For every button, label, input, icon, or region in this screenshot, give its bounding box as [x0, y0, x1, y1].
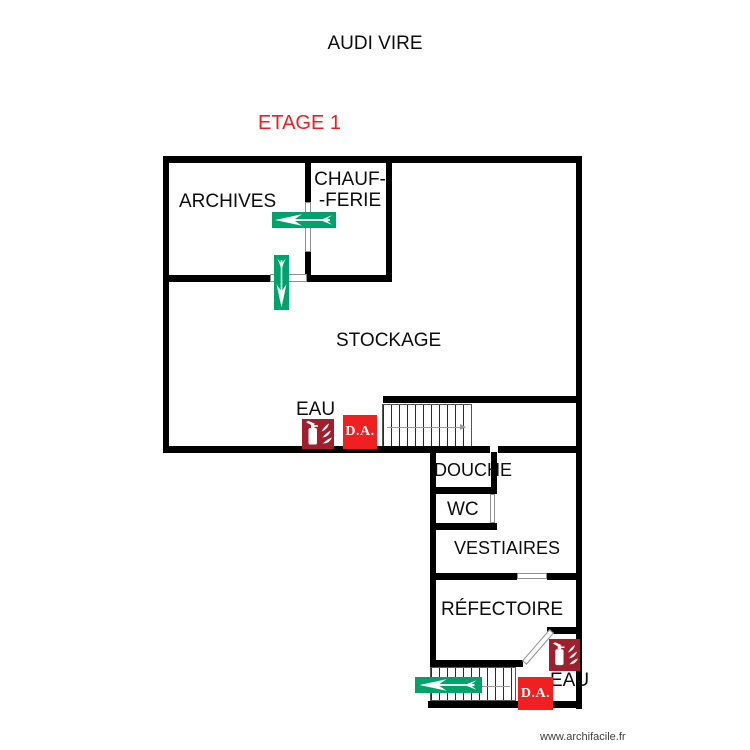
wall-top: [163, 156, 582, 163]
room-label-chaufferie-line2: -FERIE: [318, 190, 382, 211]
wall-stairs-top: [383, 396, 582, 403]
wall-upper-bottom-left: [163, 446, 490, 453]
door-wc: [490, 494, 495, 523]
wall-wc-bottom: [430, 523, 497, 530]
wall-archives-bottom-right: [307, 275, 392, 282]
wall-douche-right: [491, 452, 497, 491]
defibrillator-label: D.A.: [345, 424, 375, 439]
exit-arrow-left-icon: [419, 679, 477, 691]
wall-nook-top: [547, 627, 582, 634]
fire-extinguisher-icon: [306, 420, 332, 445]
wall-archives-divider-top: [305, 156, 311, 202]
exit-arrow-down-icon: [276, 258, 287, 308]
room-label-eau-lower: EAU: [550, 670, 590, 691]
defibrillator-sign-upper: D.A.: [343, 415, 377, 449]
wall-upper-bottom-right: [498, 446, 582, 453]
room-label-chaufferie: CHAUF- -FERIE: [305, 169, 395, 211]
defibrillator-label: D.A.: [520, 685, 551, 701]
page-title: AUDI VIRE: [327, 33, 423, 54]
exit-arrow-left-icon: [275, 214, 332, 226]
floor-label: ETAGE 1: [258, 112, 341, 134]
wall-right: [576, 156, 582, 709]
wall-bottom: [428, 701, 582, 708]
fire-extinguisher-sign-lower: [549, 639, 580, 671]
wall-douche-bottom: [430, 487, 497, 494]
room-label-chaufferie-line1: CHAUF-: [314, 169, 386, 190]
wall-refectoire-bottom: [430, 660, 523, 667]
exit-arrow-sign-down: [274, 255, 289, 310]
room-label-archives: ARCHIVES: [179, 191, 277, 212]
wall-chaufferie-right: [386, 156, 392, 282]
room-label-douche: DOUCHE: [434, 460, 513, 480]
room-label-stockage: STOCKAGE: [336, 330, 442, 351]
room-label-wc: WC: [447, 499, 479, 520]
room-label-vestiaires: VESTIAIRES: [454, 538, 561, 558]
wall-archives-bottom-left: [163, 275, 270, 282]
defibrillator-sign-lower: D.A.: [518, 677, 553, 710]
exit-arrow-sign-bottom: [415, 677, 482, 693]
stairs-upper-direction-arrow: [387, 424, 466, 430]
arrowhead-icon: [460, 424, 466, 430]
watermark: www.archifacile.fr: [540, 731, 626, 743]
fire-extinguisher-sign-upper: [302, 419, 334, 449]
room-label-eau-upper: EAU: [296, 399, 336, 420]
wall-vestiaires-bottom-left: [430, 573, 517, 580]
wall-lower-left: [430, 450, 436, 667]
fire-extinguisher-icon: [553, 642, 579, 666]
wall-vestiaires-bottom-right: [547, 573, 582, 580]
door-vestiaires-refectoire: [517, 573, 547, 579]
wall-archives-divider-bottom: [305, 252, 311, 282]
wall-left: [163, 156, 169, 453]
stairs-upper: [382, 404, 472, 447]
exit-arrow-sign-left: [272, 212, 336, 228]
room-label-refectoire: RÉFECTOIRE: [441, 599, 564, 620]
